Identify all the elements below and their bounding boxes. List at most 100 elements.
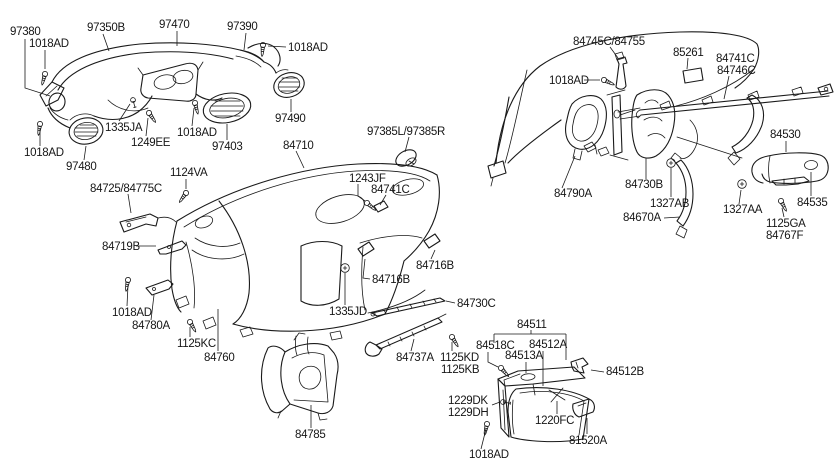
grommet-icon	[666, 158, 676, 168]
part-label: 81520A	[569, 435, 607, 447]
part-label: 84741C	[371, 184, 409, 196]
defroster-duct-assembly	[39, 42, 305, 145]
part-label: 1327AB	[650, 198, 690, 210]
strip-84535	[771, 176, 810, 186]
part-label: 1220FC	[535, 415, 574, 427]
clip-84716b-right	[423, 233, 441, 249]
screw-icon	[186, 318, 199, 334]
hole-84513a	[520, 373, 536, 381]
part-label: 84745C/84755	[573, 36, 645, 48]
vent-97480	[68, 113, 104, 145]
duct-arm-97390	[235, 42, 281, 74]
bracket-84512b	[570, 357, 589, 374]
part-label: 84730C	[457, 298, 495, 310]
part-label: 1018AD	[177, 127, 217, 139]
screw-icon	[35, 120, 44, 137]
part-label: 1125KC	[177, 338, 216, 350]
part-label: 1124VA	[170, 167, 208, 179]
strip-84730c	[370, 297, 446, 317]
part-label: 84741C	[716, 53, 754, 65]
part-label: 97385L/97385R	[367, 126, 445, 138]
bracket-84725-84775c	[119, 213, 177, 233]
part-label: 1327AA	[723, 204, 763, 216]
vent-97403	[202, 92, 252, 124]
part-label: 1125GA	[766, 218, 806, 230]
part-label: 1335JA	[105, 122, 143, 134]
part-label: 84746C	[717, 65, 755, 77]
screw-icon	[600, 76, 616, 88]
sensor-bezel-97385	[395, 149, 417, 167]
part-label: 1249EE	[131, 137, 171, 149]
crash-pad-main-84710	[170, 163, 441, 356]
screw-icon	[448, 333, 461, 349]
part-label: 84716B	[372, 274, 410, 286]
part-label: 97490	[275, 113, 305, 125]
part-label: 97470	[159, 19, 189, 31]
leader-lines	[24, 31, 812, 450]
part-label: 84785	[295, 429, 325, 441]
clip-1220fc	[548, 387, 566, 403]
part-label: 84710	[283, 140, 313, 152]
screw-icon	[39, 70, 49, 87]
grommet-icon	[340, 263, 350, 273]
part-label: 1243JF	[349, 173, 386, 185]
part-label: 1018AD	[549, 75, 589, 87]
screw-icon	[259, 41, 267, 58]
part-label: 97380	[10, 26, 40, 38]
part-label: 1335JD	[329, 306, 367, 318]
part-label: 1018AD	[469, 449, 509, 461]
strap-84670a	[670, 152, 694, 239]
part-label: 1018AD	[24, 147, 64, 159]
part-label: 84767F	[766, 230, 803, 242]
part-label: 84716B	[416, 260, 454, 272]
grommet-icon	[737, 179, 747, 189]
bracket-84745c-84755	[614, 51, 628, 90]
part-label: 1229DK	[448, 395, 488, 407]
screw-icon	[777, 197, 790, 213]
center-stack-opening	[300, 240, 343, 306]
center-facia-84785	[260, 332, 339, 421]
part-label: 97390	[227, 21, 257, 33]
part-label: 84780A	[132, 320, 170, 332]
part-label: 1018AD	[29, 38, 69, 50]
center-vent-outlet-97470	[137, 61, 204, 102]
part-label: 1018AD	[112, 307, 152, 319]
part-label: 1018AD	[288, 42, 328, 54]
bracket-84719b	[157, 240, 187, 255]
part-label: 84513A	[505, 350, 543, 362]
part-label: 84760	[204, 352, 234, 364]
cowl-side-outline	[487, 31, 760, 187]
part-label: 84512B	[606, 366, 644, 378]
bracket-84790a	[565, 95, 607, 150]
part-label: 84512A	[529, 339, 567, 351]
part-label: 84719B	[102, 241, 140, 253]
pad-84530	[751, 152, 829, 186]
part-label: 84511	[517, 319, 547, 331]
part-label: 84737A	[396, 352, 434, 364]
part-label: 84725/84775C	[90, 183, 162, 195]
part-label: 97403	[212, 141, 242, 153]
part-label: 1229DH	[448, 407, 488, 419]
strip-84737a	[364, 313, 447, 357]
glovebox-door	[507, 387, 590, 443]
pin-icon	[129, 96, 138, 109]
screw-icon	[176, 188, 191, 205]
vent-97490	[273, 69, 305, 98]
frame-cluster-84730b	[565, 83, 834, 166]
part-label: 84535	[797, 197, 827, 209]
bracket-84780a	[145, 279, 174, 296]
screw-icon	[481, 420, 491, 437]
part-label: 1125KB	[441, 364, 480, 376]
bracket-84741c-center	[373, 200, 389, 213]
glovebox-assembly-84511	[497, 357, 595, 443]
part-label: 97350B	[87, 22, 125, 34]
stopper-81520a	[572, 398, 595, 418]
part-label: 84530	[770, 129, 800, 141]
pad-85261	[682, 67, 704, 84]
screw-icon	[123, 276, 132, 293]
clip-84716b-left	[357, 241, 375, 257]
part-label: 1125KD	[440, 352, 479, 364]
part-label: 84730B	[625, 179, 663, 191]
